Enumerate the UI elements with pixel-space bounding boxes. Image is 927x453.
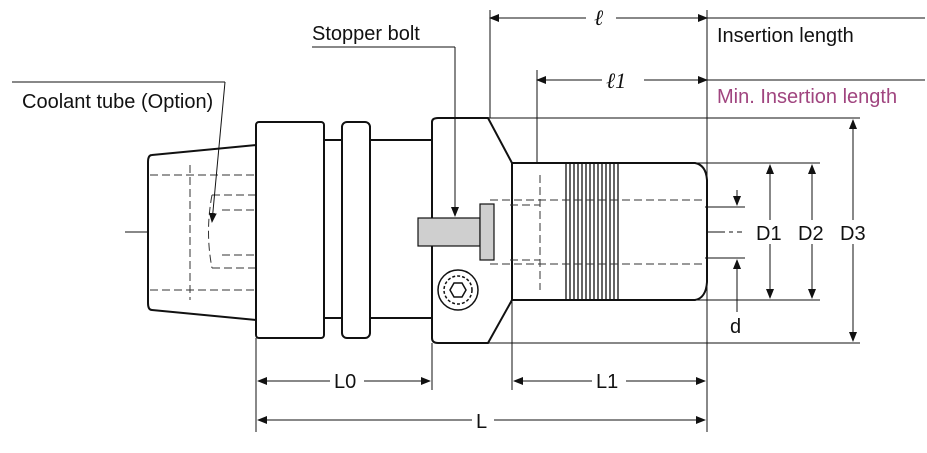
- bore-hidden: [490, 175, 705, 290]
- d-label: d: [730, 316, 741, 338]
- l1-label: L1: [596, 371, 618, 393]
- insertion-length-label: Insertion length: [717, 25, 854, 47]
- stopper-bolt: [417, 203, 495, 261]
- coolant-tube-label: Coolant tube (Option): [22, 91, 213, 113]
- l-label: L: [476, 411, 487, 433]
- knurled-rings: [565, 163, 619, 300]
- coolant-tube-arrow: [208, 81, 226, 223]
- min-insertion-length-label: Min. Insertion length: [717, 86, 897, 108]
- length-extensions: [255, 300, 513, 432]
- stopper-bolt-label: Stopper bolt: [312, 23, 420, 45]
- hex-socket-screw: [437, 269, 479, 311]
- l0-label: L0: [334, 371, 356, 393]
- flange: [255, 121, 325, 339]
- groove-ring: [341, 121, 371, 339]
- d2-label: D2: [798, 223, 824, 245]
- taper-shank: [147, 143, 257, 322]
- ell-label: ℓ: [594, 5, 604, 30]
- ell1-label-ell: ℓ1: [606, 68, 626, 93]
- d1-label: D1: [756, 223, 782, 245]
- neck: [323, 139, 343, 319]
- diameter-extensions: [488, 117, 860, 344]
- d3-label: D3: [840, 223, 866, 245]
